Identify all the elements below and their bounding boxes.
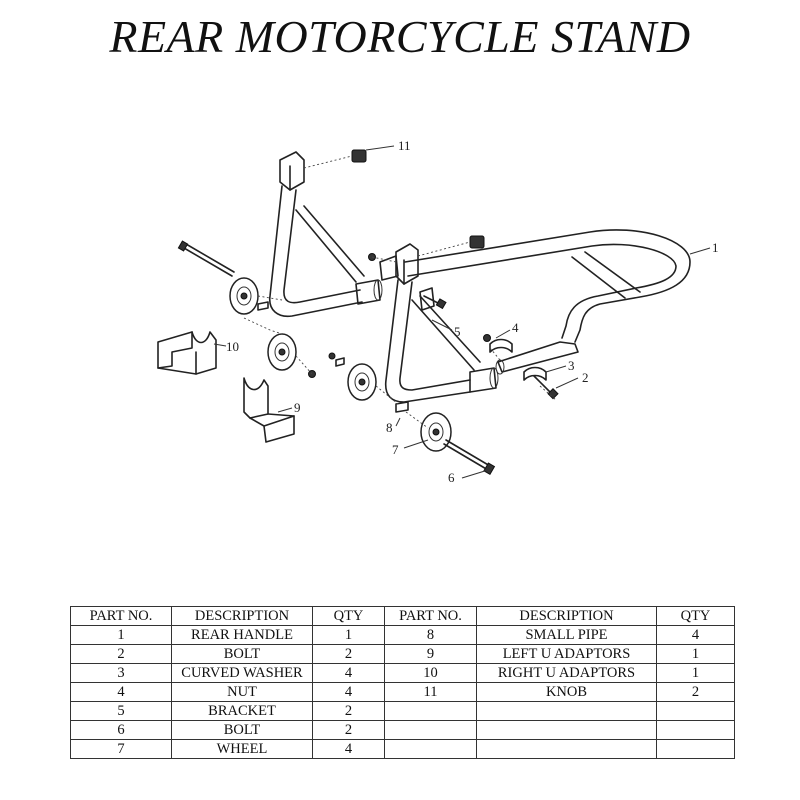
cell-description: BOLT bbox=[171, 720, 313, 740]
cell-qty bbox=[656, 701, 735, 721]
curved-washer-part bbox=[523, 366, 547, 381]
cell-qty: 1 bbox=[656, 644, 735, 664]
nut-part bbox=[308, 253, 491, 378]
cell-description: KNOB bbox=[476, 682, 657, 702]
cell-part-no: 10 bbox=[384, 663, 477, 683]
header-qty: QTY bbox=[656, 606, 735, 626]
cell-part-no: 1 bbox=[70, 625, 172, 645]
cell-qty: 1 bbox=[312, 625, 385, 645]
cell-qty: 2 bbox=[312, 701, 385, 721]
table-row: 1 REAR HANDLE 1 8 SMALL PIPE 4 bbox=[70, 625, 735, 645]
cell-description: SMALL PIPE bbox=[476, 625, 657, 645]
cell-description bbox=[476, 739, 657, 759]
wheel-part bbox=[229, 277, 259, 315]
table-row: 7 WHEEL 4 bbox=[70, 739, 735, 759]
bolt-part bbox=[177, 240, 235, 277]
knob-part bbox=[351, 149, 485, 249]
cell-qty: 4 bbox=[656, 625, 735, 645]
callout-10: 10 bbox=[226, 339, 239, 354]
wheel-part bbox=[267, 333, 297, 371]
cell-part-no bbox=[384, 701, 477, 721]
callout-4: 4 bbox=[512, 320, 519, 335]
assembly-lines bbox=[243, 155, 557, 429]
cell-description: LEFT U ADAPTORS bbox=[476, 644, 657, 664]
header-qty: QTY bbox=[312, 606, 385, 626]
parts-table: PART NO. DESCRIPTION QTY PART NO. DESCRI… bbox=[70, 606, 735, 759]
cell-part-no: 8 bbox=[384, 625, 477, 645]
header-description: DESCRIPTION bbox=[171, 606, 313, 626]
cell-description: RIGHT U ADAPTORS bbox=[476, 663, 657, 683]
page-title: REAR MOTORCYCLE STAND bbox=[109, 11, 691, 62]
table-row: 6 BOLT 2 bbox=[70, 720, 735, 740]
wheel-part bbox=[420, 412, 452, 452]
callout-8: 8 bbox=[386, 420, 393, 435]
callout-9: 9 bbox=[294, 400, 301, 415]
table-row: 5 BRACKET 2 bbox=[70, 701, 735, 721]
callout-5: 5 bbox=[454, 324, 461, 339]
cell-qty: 4 bbox=[312, 682, 385, 702]
cell-qty: 2 bbox=[312, 720, 385, 740]
table-row: 2 BOLT 2 9 LEFT U ADAPTORS 1 bbox=[70, 644, 735, 664]
small-pipe-part bbox=[257, 301, 409, 413]
bolt-part bbox=[423, 295, 447, 310]
header-description: DESCRIPTION bbox=[476, 606, 657, 626]
cell-qty: 1 bbox=[656, 663, 735, 683]
callout-7: 7 bbox=[392, 442, 399, 457]
cell-description: CURVED WASHER bbox=[171, 663, 313, 683]
curved-washer-part bbox=[489, 338, 513, 353]
callout-11: 11 bbox=[398, 138, 411, 153]
cell-qty: 4 bbox=[312, 739, 385, 759]
cell-qty: 2 bbox=[656, 682, 735, 702]
exploded-view-diagram: 1 2 3 4 5 6 7 8 9 10 11 bbox=[157, 138, 719, 485]
leader-lines bbox=[213, 145, 711, 479]
cell-qty: 2 bbox=[312, 644, 385, 664]
cell-description: NUT bbox=[171, 682, 313, 702]
cell-part-no: 3 bbox=[70, 663, 172, 683]
cell-part-no: 4 bbox=[70, 682, 172, 702]
header-part-no: PART NO. bbox=[384, 606, 477, 626]
cell-description: WHEEL bbox=[171, 739, 313, 759]
header-part-no: PART NO. bbox=[70, 606, 172, 626]
cell-description bbox=[476, 720, 657, 740]
cell-qty bbox=[656, 739, 735, 759]
right-u-adaptor-part bbox=[157, 331, 217, 375]
callout-3: 3 bbox=[568, 358, 575, 373]
wheel-part bbox=[347, 363, 377, 401]
cell-description: BRACKET bbox=[171, 701, 313, 721]
cell-part-no: 5 bbox=[70, 701, 172, 721]
cell-part-no bbox=[384, 720, 477, 740]
cell-part-no: 2 bbox=[70, 644, 172, 664]
table-row: 3 CURVED WASHER 4 10 RIGHT U ADAPTORS 1 bbox=[70, 663, 735, 683]
cell-description: BOLT bbox=[171, 644, 313, 664]
callout-1: 1 bbox=[712, 240, 719, 255]
left-u-adaptor-part bbox=[243, 377, 295, 443]
cell-description: REAR HANDLE bbox=[171, 625, 313, 645]
cell-part-no bbox=[384, 739, 477, 759]
cell-description bbox=[476, 701, 657, 721]
left-bracket-part bbox=[268, 151, 383, 318]
cell-qty bbox=[656, 720, 735, 740]
callout-2: 2 bbox=[582, 370, 589, 385]
cell-qty: 4 bbox=[312, 663, 385, 683]
table-row: 4 NUT 4 11 KNOB 2 bbox=[70, 682, 735, 702]
bolt-part bbox=[443, 439, 496, 476]
callout-6: 6 bbox=[448, 470, 455, 485]
cell-part-no: 7 bbox=[70, 739, 172, 759]
table-header-row: PART NO. DESCRIPTION QTY PART NO. DESCRI… bbox=[70, 606, 735, 626]
bolt-part bbox=[533, 375, 559, 400]
cell-part-no: 9 bbox=[384, 644, 477, 664]
cell-part-no: 11 bbox=[384, 682, 477, 702]
rear-handle-part bbox=[404, 229, 691, 375]
cell-part-no: 6 bbox=[70, 720, 172, 740]
